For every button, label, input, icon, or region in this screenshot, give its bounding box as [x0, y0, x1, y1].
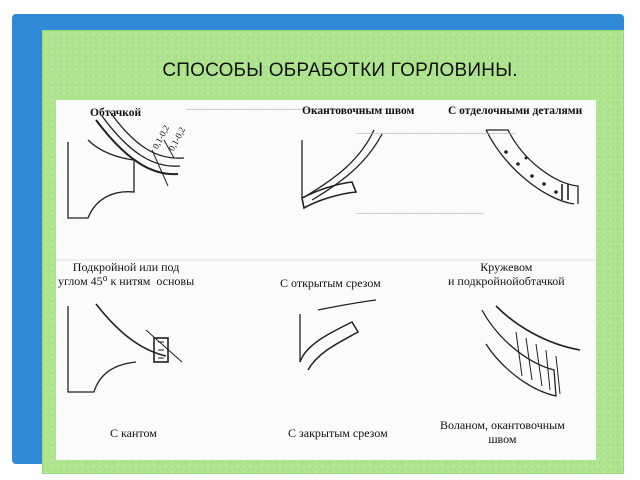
- drawing-podkroynoy: [67, 303, 183, 393]
- caption-kruzhevom: Кружевом и подкройнойобтачкой: [448, 260, 565, 288]
- background-scan-text: ────────────────────────────────: [186, 104, 391, 114]
- neckline-drawings: [56, 111, 596, 397]
- caption-zakrytym-srezom: С закрытым срезом: [288, 426, 388, 440]
- drawing-obtachkoy: [67, 111, 185, 219]
- background-scan-text: ────────────────────: [356, 208, 484, 218]
- caption-kantom: С кантом: [110, 426, 157, 440]
- caption-obtachkoy: Обтачкой: [90, 107, 142, 119]
- figure-sheet: ──────────────────────────────── ───────…: [56, 100, 596, 460]
- background-scan-text: ─────────────────────────: [356, 128, 516, 138]
- caption-okantovochnym-shvom: Окантовочным швом: [302, 105, 415, 117]
- caption-volanom: Воланом, окантовочным швом: [440, 418, 565, 446]
- caption-otdelochnye-detali: С отделочными деталями: [448, 105, 583, 117]
- caption-podkroynoy-45: Подкройной или под углом 45⁰ к нитям осн…: [58, 260, 195, 288]
- decorative-dots: [504, 150, 558, 194]
- drawing-otkrytym-srezom: [299, 299, 377, 371]
- drawing-volanom: [481, 305, 581, 397]
- slide-title: СПОСОБЫ ОБРАБОТКИ ГОРЛОВИНЫ.: [162, 60, 518, 81]
- drawing-okantovochnym-shvom: [301, 129, 383, 210]
- caption-otkrytym-srezom: С открытым срезом: [280, 276, 381, 290]
- drawing-otdelochnye-detali: [485, 129, 579, 205]
